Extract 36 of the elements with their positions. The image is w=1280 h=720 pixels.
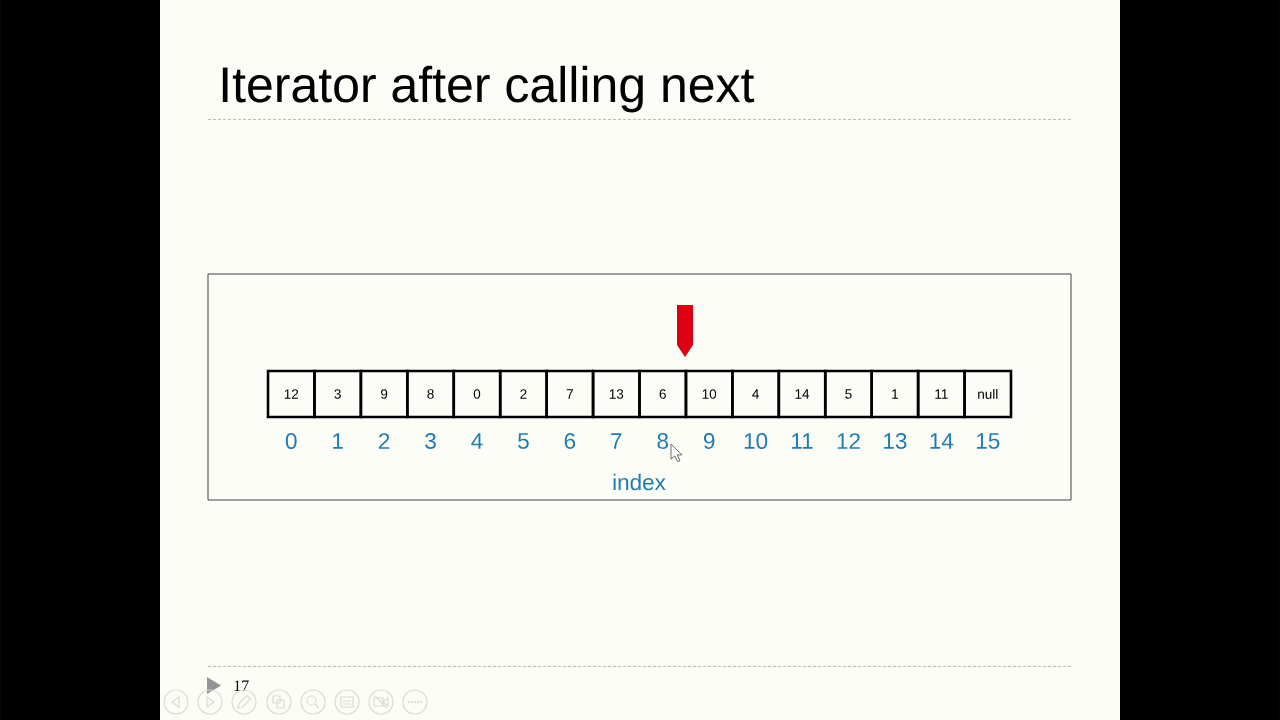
index-number: 14 [930, 433, 954, 449]
array-cell: 14 [777, 369, 827, 419]
index-number: 6 [564, 433, 576, 449]
index-number: 13 [884, 433, 907, 449]
array-cell: 9 [359, 369, 409, 419]
index-number: 10 [744, 433, 768, 449]
index-number: 5 [518, 433, 529, 449]
array-cell: 2 [498, 369, 548, 419]
array-cell: 13 [591, 369, 641, 419]
index-number: 9 [703, 433, 715, 449]
slide-number: 17 [234, 680, 249, 691]
index-number: 15 [977, 433, 1000, 449]
array-cell: 7 [545, 369, 595, 419]
array-cell: 6 [638, 369, 688, 419]
array-cell: 11 [916, 369, 966, 419]
frame-box [207, 273, 1072, 501]
array-cell: 1 [870, 369, 920, 419]
slide-title: Iterator after calling next [222, 65, 755, 113]
index-number: 8 [657, 433, 668, 449]
array-cell: 10 [684, 369, 734, 419]
index-number: 7 [611, 433, 622, 449]
array-cell: null [963, 369, 1013, 419]
index-number: 12 [837, 433, 860, 449]
index-caption: index [613, 473, 666, 491]
array-cell: 3 [313, 369, 363, 419]
index-number: 1 [333, 433, 343, 449]
array-cell: 12 [266, 369, 316, 419]
array-cell: 0 [452, 369, 502, 419]
index-number: 2 [378, 433, 390, 449]
index-number: 0 [285, 433, 297, 449]
index-number: 3 [425, 433, 436, 449]
index-number: 4 [471, 433, 483, 449]
array-cell: 8 [406, 369, 456, 419]
index-number: 11 [792, 433, 813, 449]
array-cell: 4 [731, 369, 781, 419]
array-cell: 5 [823, 369, 873, 419]
